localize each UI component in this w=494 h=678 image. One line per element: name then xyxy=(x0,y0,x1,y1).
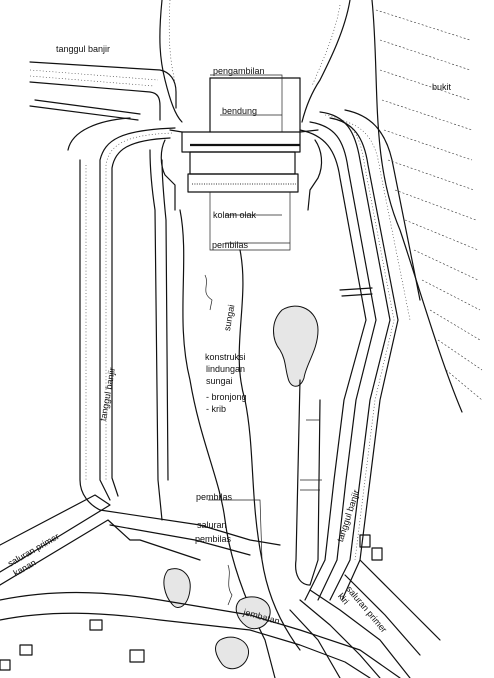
weir-structure xyxy=(160,77,323,211)
label-krib: - krib xyxy=(206,404,226,414)
flood-dike-left-top xyxy=(29,61,177,121)
label-saluran: saluran xyxy=(197,520,227,530)
label-pengambilan: pengambilan xyxy=(213,66,265,76)
flood-dike-left xyxy=(67,117,176,521)
label-konstruksi: konstruksi xyxy=(205,352,246,362)
label-sungai-protect: sungai xyxy=(206,376,233,386)
label-kolam-olak: kolam olak xyxy=(213,210,257,220)
label-bendung: bendung xyxy=(222,106,258,116)
hill-slope xyxy=(371,0,483,413)
label-pembilas-top: pembilas xyxy=(212,240,249,250)
upstream-right-bank xyxy=(301,0,351,123)
river-channel xyxy=(179,209,276,678)
label-pembilas-canal: pembilas xyxy=(195,534,232,544)
label-pembilas-mid: pembilas xyxy=(196,492,233,502)
upstream-left-bank xyxy=(159,0,183,123)
primary-canals xyxy=(0,494,441,678)
buildings xyxy=(0,534,383,671)
label-tanggul-banjir-top: tanggul banjir xyxy=(56,44,111,54)
label-lindungan: lindungan xyxy=(206,364,246,374)
label-bronjong: - bronjong xyxy=(206,392,247,402)
label-bukit: bukit xyxy=(432,82,452,92)
flood-dike-right xyxy=(299,109,421,601)
river-protection-bronjong xyxy=(163,305,322,670)
